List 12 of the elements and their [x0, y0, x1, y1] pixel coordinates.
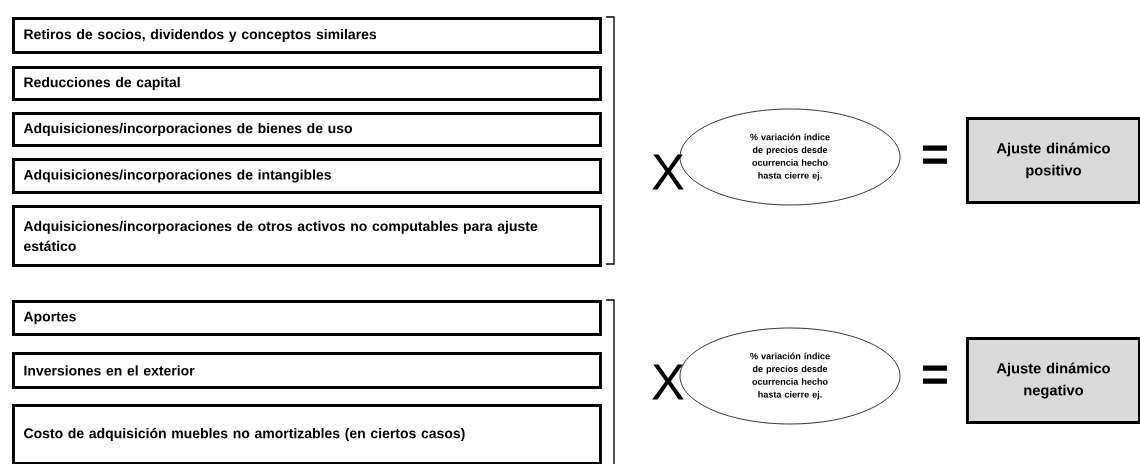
- result-box: Ajuste dinámico positivo: [966, 117, 1140, 204]
- item-box: Reducciones de capital: [12, 66, 602, 101]
- item-box: Adquisiciones/incorporaciones de bienes de uso: [12, 112, 602, 147]
- item-box: Costo de adquisición muebles no amortizables (en ciertos casos): [12, 404, 602, 464]
- item-box: Adquisiciones/incorporaciones de otros activos no computables para ajuste estático: [12, 205, 602, 267]
- result-box: Ajuste dinámico negativo: [966, 337, 1140, 424]
- item-box: Aportes: [12, 300, 602, 336]
- item-box: Inversiones en el exterior: [12, 352, 602, 389]
- equals-sign: =: [922, 365, 948, 384]
- item-box: Retiros de socios, dividendos y conceptos similares: [12, 17, 602, 54]
- equals-sign: =: [922, 145, 948, 164]
- item-box: Adquisiciones/incorporaciones de intangibles: [12, 158, 602, 194]
